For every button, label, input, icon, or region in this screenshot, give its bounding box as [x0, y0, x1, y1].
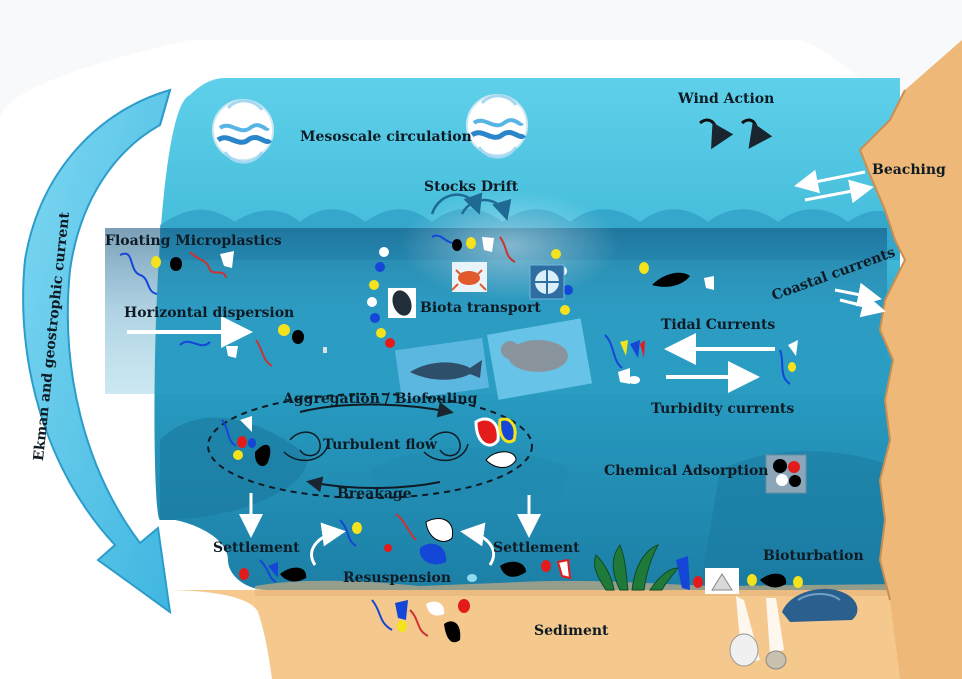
coastal-current-arrows	[834, 282, 886, 318]
tidal-current-arrows	[664, 333, 775, 393]
sediment-bed	[160, 590, 900, 679]
resuspension-arrows	[310, 522, 496, 566]
label-biota-transport: Biota transport	[420, 300, 541, 316]
label-resuspension: Resuspension	[343, 570, 452, 586]
crab-icon	[451, 262, 487, 292]
label-beaching: Beaching	[872, 162, 946, 178]
wind-swirl-icon	[699, 118, 773, 150]
label-settlement-right: Settlement	[493, 540, 580, 556]
recycle-wave-icon	[466, 94, 528, 159]
diatom-icon	[529, 264, 565, 300]
recycle-wave-icon	[212, 99, 274, 164]
label-bioturbation: Bioturbation	[763, 548, 864, 564]
seaweed-icon	[593, 544, 680, 591]
mussel-icon	[388, 288, 416, 318]
breakage-arrow	[306, 476, 441, 493]
label-turbidity-currents: Turbidity currents	[651, 401, 795, 417]
turbulent-swirl-icons	[283, 431, 469, 462]
fish-icon	[394, 338, 490, 400]
label-horizontal-dispersion: Horizontal dispersion	[124, 305, 295, 321]
aggregation-arrow	[299, 401, 454, 418]
label-floating-microplastics: Floating Microplastics	[105, 233, 282, 249]
microplastic-particles	[119, 234, 803, 643]
chemical-adsorption-icon	[765, 454, 807, 494]
ekman-arrow	[22, 88, 172, 615]
label-sediment: Sediment	[534, 623, 609, 639]
label-breakage: Breakage	[337, 486, 412, 502]
manatee-icon	[486, 318, 593, 400]
label-chemical-adsorption: Chemical Adsorption	[604, 463, 769, 479]
rock-icon	[782, 588, 858, 622]
label-mesoscale: Mesoscale circulation	[300, 129, 472, 145]
label-stocks-drift: Stocks Drift	[424, 179, 519, 195]
label-settlement-left: Settlement	[213, 540, 300, 556]
label-turbulent-flow: Turbulent flow	[323, 437, 437, 453]
aggregation-ellipse	[207, 393, 533, 499]
label-wind-action: Wind Action	[678, 91, 775, 107]
stocks-drift-swirls	[430, 192, 512, 221]
settlement-arrows	[239, 493, 541, 538]
label-tidal-currents: Tidal Currents	[661, 317, 776, 333]
beaching-arrows	[794, 169, 874, 204]
label-aggregation: Aggregation / Biofouling	[283, 391, 478, 407]
shell-icon	[705, 568, 787, 670]
